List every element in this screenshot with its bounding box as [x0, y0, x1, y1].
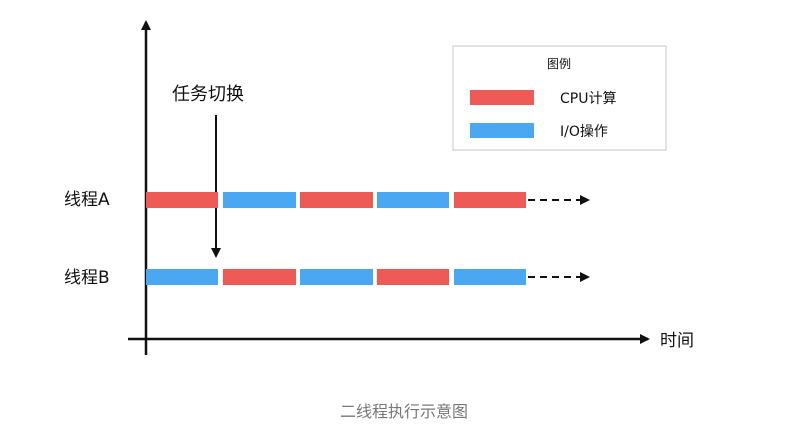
thread-b-segment [454, 269, 526, 285]
thread-a-timeline [146, 192, 590, 208]
thread-a-segment [377, 192, 449, 208]
thread-b-label: 线程B [64, 268, 110, 288]
thread-b-segment [300, 269, 373, 285]
thread-a-label: 线程A [64, 190, 110, 210]
legend-cpu-label: CPU计算 [560, 91, 616, 107]
task-switch-label: 任务切换 [172, 84, 244, 105]
thread-b-segment [146, 269, 218, 285]
thread-a-segment [454, 192, 526, 208]
thread-b-timeline [146, 269, 590, 285]
thread-a-segment [146, 192, 218, 208]
thread-a-segment [300, 192, 373, 208]
diagram-caption: 二线程执行示意图 [339, 402, 468, 421]
thread-b-segment [223, 269, 296, 285]
thread-b-segment [377, 269, 449, 285]
legend-io-swatch [470, 123, 534, 138]
legend-title: 图例 [547, 57, 571, 71]
legend-cpu-swatch [470, 90, 534, 105]
time-axis-label: 时间 [660, 331, 694, 351]
legend-io-label: I/O操作 [560, 124, 608, 140]
thread-a-segment [223, 192, 296, 208]
thread-timeline-diagram: 时间 任务切换 线程A 线程B 图例 CPU计算 I/O操作 [64, 20, 694, 355]
legend: 图例 CPU计算 I/O操作 [452, 45, 667, 151]
